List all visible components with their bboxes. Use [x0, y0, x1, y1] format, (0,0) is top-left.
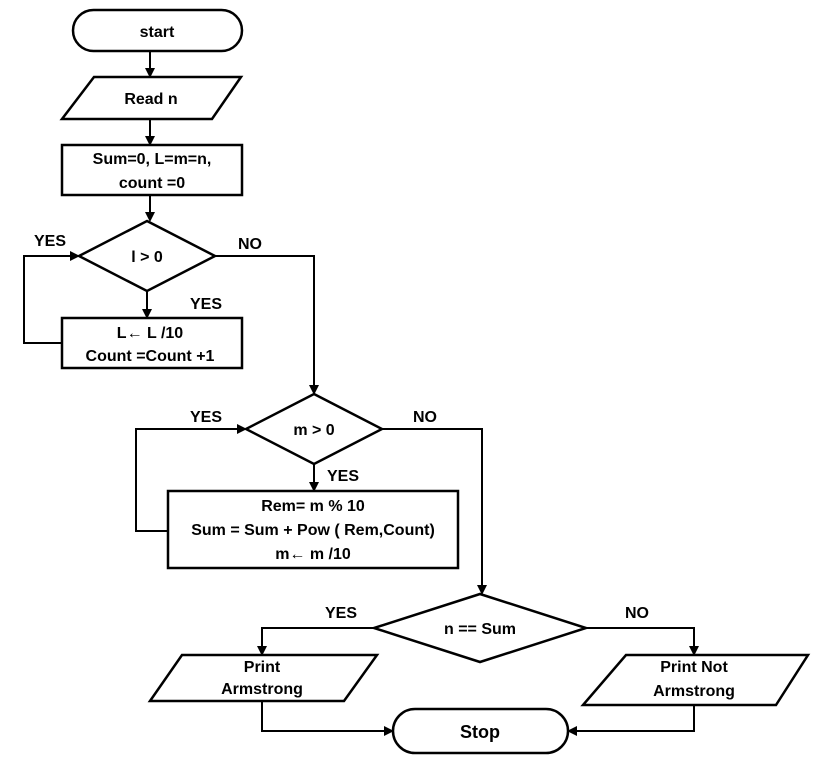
edge-label-equality-no: NO [625, 605, 649, 622]
edge-label-m-no: NO [413, 409, 437, 426]
print-armstrong-line-1: Print [244, 659, 281, 676]
edge-label-l-body-yes: YES [190, 296, 222, 313]
edge-label-m-loop-yes: YES [190, 409, 222, 426]
print-armstrong-line-2: Armstrong [221, 681, 303, 698]
edge-equality-yes-to-print [257, 627, 374, 656]
init-process-box [60, 143, 244, 197]
edge-m-body-loop-back [135, 424, 247, 532]
edge-label-l-loop-yes: YES [34, 233, 66, 250]
read-input-label: Read n [124, 91, 177, 108]
edge-print-not-to-stop [567, 705, 695, 736]
m-condition-label: m > 0 [293, 422, 334, 439]
init-line-1: Sum=0, L=m=n, [93, 151, 212, 168]
edge-label-l-no: NO [238, 236, 262, 253]
edge-equality-no-to-print-not [586, 627, 699, 656]
equality-condition-label: n == Sum [444, 621, 516, 638]
l-loop-line-1: L← L /10 [117, 325, 183, 342]
m-loop-line-3: m← m /10 [275, 546, 351, 563]
m-loop-line-1: Rem= m % 10 [261, 498, 365, 515]
edge-label-equality-yes: YES [325, 605, 357, 622]
edge-l-condition-no-to-m-condition [215, 255, 319, 395]
init-line-2: count =0 [119, 175, 185, 192]
edge-m-condition-no-to-equality [382, 428, 487, 595]
edge-l-body-loop-back [23, 251, 80, 344]
l-loop-line-2: Count =Count +1 [86, 348, 215, 365]
print-not-armstrong-line-2: Armstrong [653, 683, 735, 700]
equality-condition-diamond [369, 592, 591, 664]
edge-label-m-body-yes: YES [327, 468, 359, 485]
read-input-parallelogram [59, 75, 244, 121]
print-armstrong-parallelogram [147, 653, 380, 703]
print-not-armstrong-line-1: Print Not [660, 659, 728, 676]
start-terminal [71, 8, 244, 53]
m-loop-body-box [166, 489, 460, 570]
stop-label: Stop [460, 722, 500, 742]
l-loop-body-box [60, 316, 244, 370]
edge-print-to-stop [261, 701, 394, 736]
print-not-armstrong-parallelogram [580, 653, 811, 707]
m-loop-line-2: Sum = Sum + Pow ( Rem,Count) [191, 522, 435, 539]
start-label: start [140, 24, 175, 41]
l-condition-label: l > 0 [131, 249, 163, 266]
